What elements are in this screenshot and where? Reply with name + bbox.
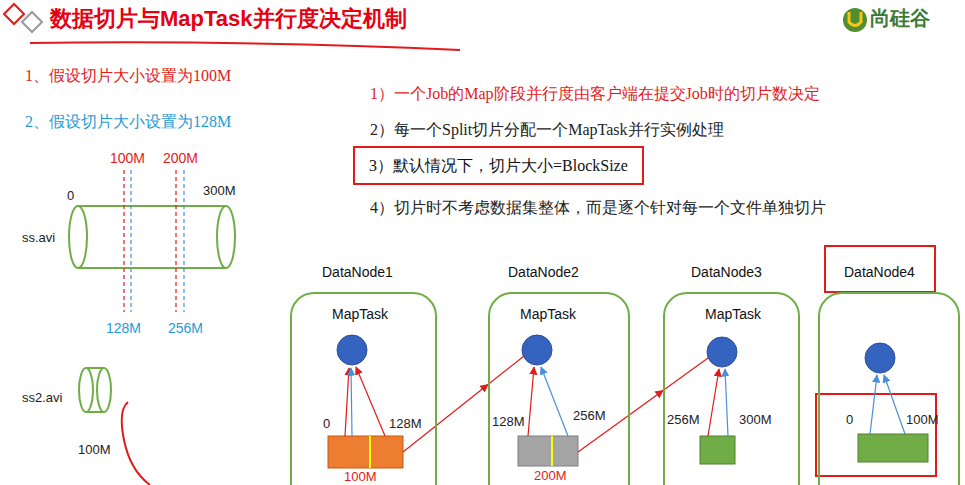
highlight-box: [825, 246, 935, 292]
note-text: 2、假设切片大小设置为128M: [25, 112, 231, 131]
node-heading: DataNode4: [844, 264, 915, 281]
dimension-label: 100M: [78, 442, 111, 458]
split-transfer-arrow: [437, 385, 488, 425]
dimension-label: 100M: [906, 412, 939, 428]
file-cylinder: [69, 206, 235, 268]
datanode-box: DataNode1MapTask: [290, 292, 437, 485]
dimension-label: 200M: [163, 150, 198, 167]
file-cylinder: [79, 368, 111, 412]
annotation-scribble: [122, 402, 150, 485]
page-title: 数据切片与MapTask并行度决定机制: [50, 6, 407, 32]
maptask-circle: [337, 335, 895, 373]
datanode-box: DataNode2MapTask: [488, 292, 630, 485]
file-name: ss2.avi: [22, 390, 62, 406]
dimension-label: 128M: [389, 416, 422, 432]
dimension-label: 256M: [573, 408, 606, 424]
dimension-label: 128M: [492, 414, 525, 430]
dimension-label: 256M: [667, 412, 700, 428]
task-label: MapTask: [520, 306, 576, 323]
logo-text: 尚硅谷: [870, 6, 930, 30]
point-text: 1）一个Job的Map阶段并行度由客户端在提交Job时的切片数决定: [370, 84, 820, 103]
node-heading: DataNode1: [322, 264, 393, 281]
task-label: MapTask: [705, 306, 761, 323]
leader-line: [488, 356, 524, 385]
data-block: [328, 434, 928, 468]
file-name: ss.avi: [22, 230, 55, 246]
dimension-label: 300M: [203, 183, 236, 199]
highlight-box: [816, 394, 936, 476]
datanode-box: DataNode3MapTask: [663, 292, 800, 485]
dimension-label: 0: [846, 412, 853, 428]
note-text: 1、假设切片大小设置为100M: [25, 66, 231, 85]
title-underline: [30, 42, 460, 50]
leader-line: [663, 358, 708, 391]
point-text: 4）切片时不考虑数据集整体，而是逐个针对每一个文件单独切片: [370, 198, 826, 217]
point-text: 2）每一个Split切片分配一个MapTask并行实例处理: [370, 120, 724, 139]
task-label: MapTask: [332, 306, 388, 323]
highlight-note: 3）默认情况下，切片大小=BlockSize: [353, 146, 644, 185]
logo-mark: [843, 8, 867, 32]
datanode-box: DataNode4: [818, 292, 960, 485]
dimension-label: 128M: [106, 320, 141, 337]
dimension-label: 100M: [110, 150, 145, 167]
dimension-label: 256M: [168, 320, 203, 337]
point-text: 3）默认情况下，切片大小=BlockSize: [369, 156, 628, 175]
dimension-label: 0: [323, 416, 330, 432]
dimension-label: 200M: [534, 468, 567, 484]
split-line: [124, 170, 184, 312]
split-transfer-arrow: [630, 391, 663, 415]
node-heading: DataNode2: [508, 264, 579, 281]
dimension-label: 300M: [739, 412, 772, 428]
read-arrow: [345, 367, 905, 436]
corner-icon: [4, 4, 42, 32]
node-heading: DataNode3: [691, 264, 762, 281]
dimension-label: 0: [67, 188, 74, 204]
dimension-label: 100M: [344, 469, 377, 485]
